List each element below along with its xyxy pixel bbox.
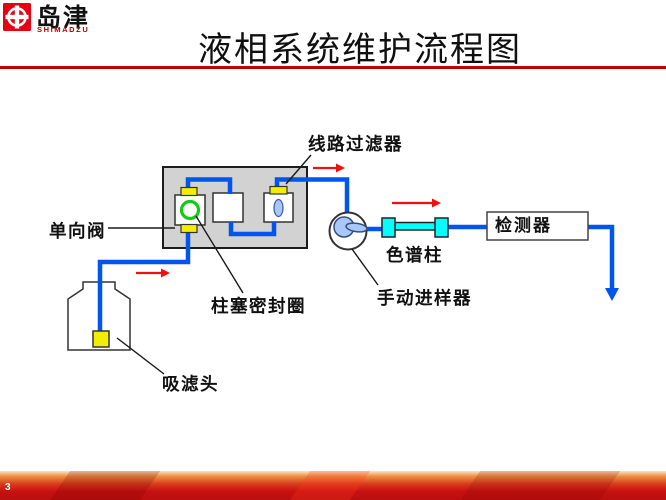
page-number: 3 bbox=[5, 482, 11, 493]
label-detector: 检测器 bbox=[495, 216, 552, 235]
footer-bar: 3 bbox=[0, 471, 666, 500]
check-valve-fitting-bottom bbox=[180, 223, 198, 234]
check-valve-fitting-top bbox=[180, 186, 198, 197]
logo-text-en: SHIMADZU bbox=[37, 25, 90, 34]
tube-bottle-to-pump bbox=[97, 233, 191, 333]
tube-pump-to-injector bbox=[274, 177, 350, 213]
label-check-valve: 单向阀 bbox=[49, 221, 106, 241]
label-line-filter: 线路过滤器 bbox=[308, 134, 403, 154]
label-column: 色谱柱 bbox=[386, 245, 443, 265]
flow-arrow-column bbox=[392, 198, 441, 208]
page-title: 液相系统维护流程图 bbox=[198, 32, 522, 69]
tube-middle-to-right-head bbox=[228, 222, 277, 237]
injector-handle bbox=[345, 222, 368, 233]
column-fitting-left bbox=[381, 217, 396, 238]
plunger-seal-ring bbox=[179, 199, 201, 221]
label-manual-injector: 手动进样器 bbox=[377, 288, 472, 308]
shimadzu-logo-icon bbox=[3, 3, 31, 31]
outlet-arrow-icon bbox=[605, 288, 619, 301]
pointer-manual-injector bbox=[351, 248, 379, 286]
pump-unit-middle bbox=[212, 192, 244, 223]
logo-text-cn: 岛津 bbox=[36, 4, 91, 32]
line-filter-fitting bbox=[269, 185, 288, 195]
flow-arrow-pump-out bbox=[313, 163, 345, 173]
detector-box bbox=[486, 211, 589, 241]
title-rule bbox=[0, 66, 666, 69]
footer-streak bbox=[289, 471, 371, 500]
pump-piston-ellipse bbox=[273, 198, 284, 218]
pointer-plunger-seal bbox=[195, 215, 244, 294]
pointer-suction-filter bbox=[116, 337, 165, 375]
column-tube bbox=[393, 221, 437, 231]
flow-arrow-suction bbox=[136, 268, 170, 278]
label-suction-filter: 吸滤头 bbox=[162, 374, 219, 394]
footer-streak bbox=[459, 471, 621, 500]
pointer-line-filter bbox=[285, 154, 312, 185]
suction-filter bbox=[92, 330, 110, 348]
tube-left-head-to-middle bbox=[185, 177, 233, 194]
label-plunger-seal: 柱塞密封圈 bbox=[211, 296, 306, 316]
tube-detector-outlet bbox=[588, 224, 615, 289]
column-fitting-right bbox=[434, 217, 449, 238]
footer-streak bbox=[49, 471, 161, 500]
